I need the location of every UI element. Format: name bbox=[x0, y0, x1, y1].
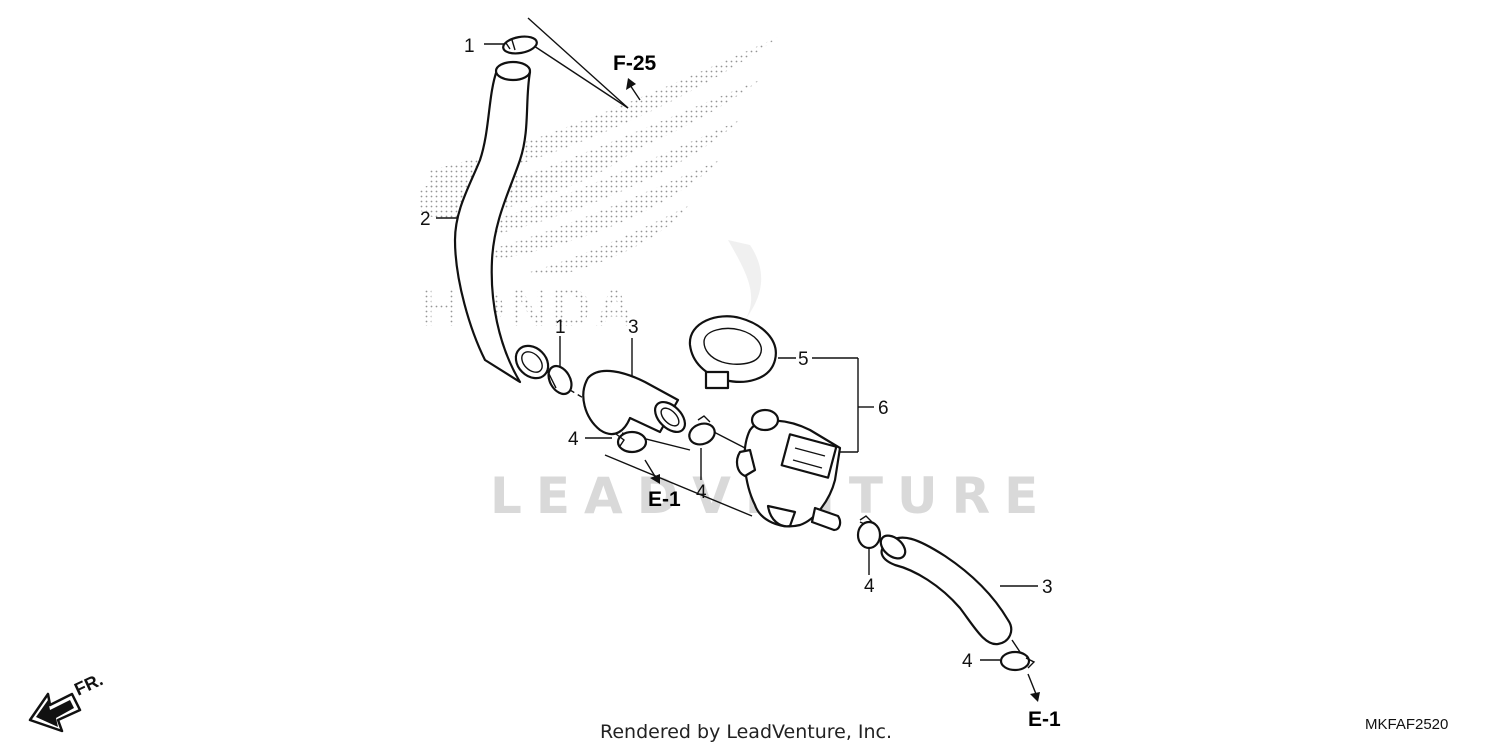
callout-4-b: 4 bbox=[696, 482, 707, 503]
callout-5: 5 bbox=[798, 349, 809, 370]
callout-1-middle: 1 bbox=[555, 317, 566, 338]
front-direction-arrow: FR. bbox=[28, 669, 106, 733]
hose-part-2[interactable] bbox=[453, 60, 555, 385]
ref-label-e1-right[interactable]: E-1 bbox=[1028, 708, 1061, 731]
callout-3-lower: 3 bbox=[1042, 577, 1053, 598]
air-injection-valve-part-6[interactable] bbox=[735, 408, 842, 532]
hose-part-3-elbow[interactable] bbox=[582, 369, 690, 438]
clip-part-4-a[interactable] bbox=[615, 430, 648, 454]
callout-1-top: 1 bbox=[464, 36, 475, 57]
callout-2: 2 bbox=[420, 209, 431, 230]
honda-logo-text: HONDA bbox=[420, 278, 638, 338]
ref-label-f25[interactable]: F-25 bbox=[613, 52, 657, 75]
clip-part-4-d[interactable] bbox=[999, 650, 1036, 672]
callout-4-d: 4 bbox=[962, 651, 973, 672]
ref-arrows bbox=[626, 78, 1040, 702]
footer-credit: Rendered by LeadVenture, Inc. bbox=[600, 721, 892, 743]
callout-4-a: 4 bbox=[568, 429, 579, 450]
diagram-code: MKFAF2520 bbox=[1365, 716, 1448, 733]
hose-part-3-lower[interactable] bbox=[876, 531, 1013, 646]
callout-3-upper: 3 bbox=[628, 317, 639, 338]
clip-part-4-b[interactable] bbox=[686, 415, 717, 448]
clip-part-4-c[interactable] bbox=[856, 515, 882, 550]
clip-part-1-middle[interactable] bbox=[544, 362, 576, 398]
ref-label-e1-left[interactable]: E-1 bbox=[648, 488, 681, 511]
callout-6: 6 bbox=[878, 398, 889, 419]
front-indicator-label: FR. bbox=[71, 669, 106, 699]
clip-part-1-top[interactable] bbox=[502, 34, 538, 56]
callout-4-c: 4 bbox=[864, 576, 875, 597]
rubber-mount-part-5[interactable] bbox=[688, 315, 777, 390]
